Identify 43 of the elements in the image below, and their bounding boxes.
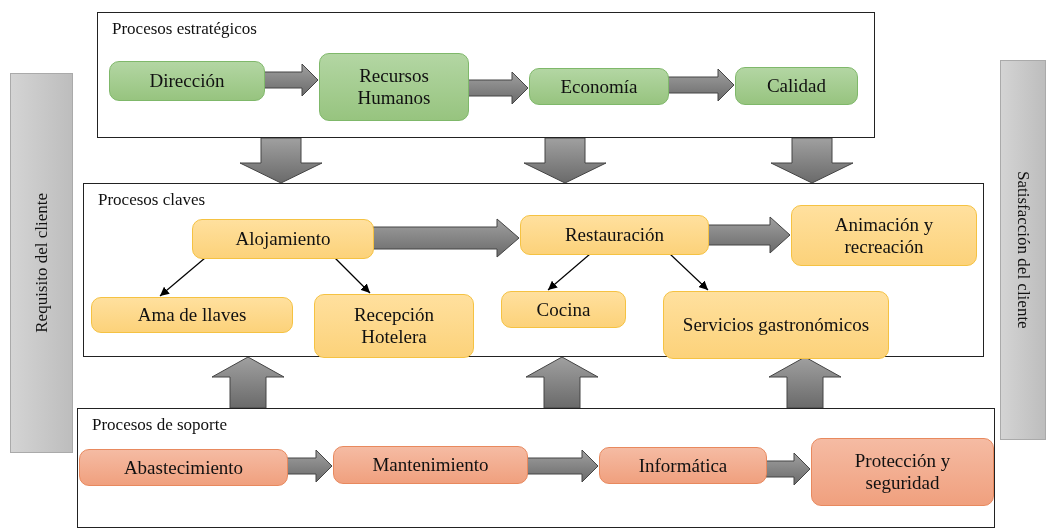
- process-box: Recursos Humanos: [319, 53, 469, 121]
- process-box: Recepción Hotelera: [314, 294, 474, 358]
- group-title: Procesos de soporte: [92, 415, 228, 435]
- process-group-box: [97, 12, 875, 138]
- arrow: [159, 257, 206, 297]
- process-box: Servicios gastronómicos: [663, 291, 889, 359]
- arrow: [669, 253, 709, 291]
- process-box: Restauración: [520, 215, 709, 255]
- block-arrow: [667, 68, 735, 102]
- block-arrow: [765, 452, 811, 486]
- group-title: Procesos estratégicos: [112, 19, 257, 39]
- block-arrow: [286, 449, 333, 483]
- block-arrow: [467, 71, 529, 105]
- arrow: [334, 257, 371, 294]
- block-arrow: [525, 356, 599, 409]
- process-box: Protección y seguridad: [811, 438, 994, 506]
- arrow: [547, 253, 591, 291]
- process-box: Economía: [529, 68, 669, 105]
- block-arrow: [372, 218, 520, 258]
- block-arrow: [707, 216, 791, 254]
- process-box: Animación y recreación: [791, 205, 977, 266]
- process-group-box: [77, 408, 995, 528]
- process-group-box: [83, 183, 984, 357]
- block-arrow: [239, 137, 323, 184]
- side-label: Satisfacción del cliente: [1013, 171, 1033, 329]
- side-label: Requisito del cliente: [31, 193, 52, 333]
- process-box: Calidad: [735, 67, 858, 105]
- process-box: Ama de llaves: [91, 297, 293, 333]
- block-arrow: [526, 449, 599, 483]
- process-box: Dirección: [109, 61, 265, 101]
- block-arrow: [523, 137, 607, 184]
- process-box: Informática: [599, 447, 767, 484]
- process-box: Alojamiento: [192, 219, 374, 259]
- block-arrow: [768, 356, 842, 409]
- side-bar: [1000, 60, 1046, 440]
- group-title: Procesos claves: [98, 190, 206, 210]
- process-box: Abastecimiento: [79, 449, 288, 486]
- side-bar: [10, 73, 73, 453]
- process-box: Mantenimiento: [333, 446, 528, 484]
- block-arrow: [770, 137, 854, 184]
- process-box: Cocina: [501, 291, 626, 328]
- block-arrow: [263, 63, 319, 97]
- block-arrow: [211, 356, 285, 409]
